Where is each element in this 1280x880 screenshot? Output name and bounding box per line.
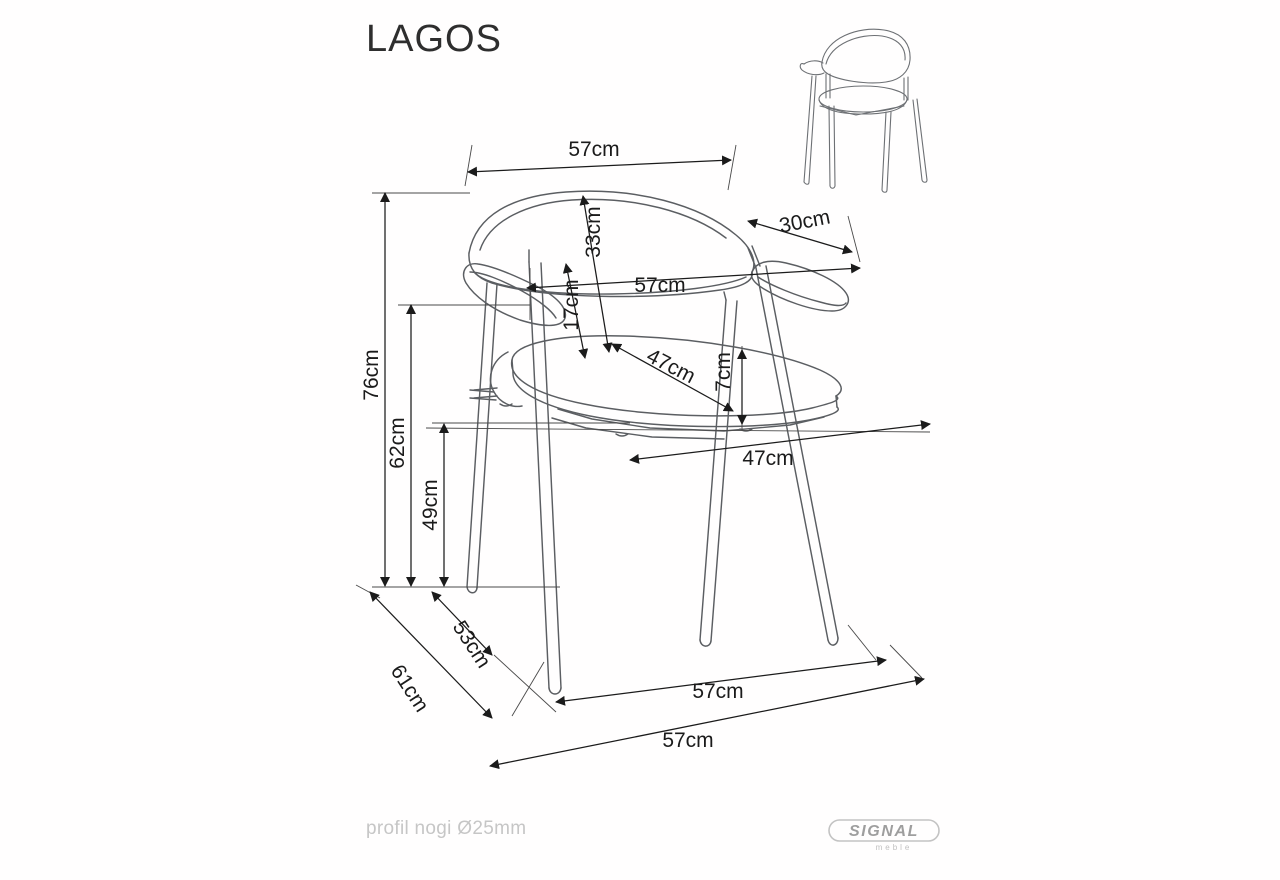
dimlabel-seat-height: 49cm [419,479,442,530]
dimlabel-armrest-height: 17cm [560,279,583,330]
dimlabel-arm-top-height: 62cm [386,417,409,468]
dimlabel-seat-front-width: 47cm [742,447,793,470]
dimlabel-seat-diagonal: 47cm [643,344,699,388]
dimline-back-width-top [467,155,732,177]
dimline-base-width-outer [489,675,925,770]
chair-perspective-thumbnail [786,14,946,194]
dimlabel-seat-width: 57cm [634,274,685,297]
dimlabel-back-height: 33cm [582,206,605,257]
dimlabel-back-width-top: 57cm [568,138,619,161]
dimline-armrest-depth [747,218,853,255]
brand-tagline: meble [876,843,913,852]
dimlabel-seat-thickness: 7cm [712,352,735,392]
dimline-seat-width [526,263,861,293]
logo-oval-outline [828,819,940,842]
chair-outline [462,190,850,695]
dimlabel-total-height: 76cm [360,349,383,400]
dimlabel-depth-61: 61cm [386,661,433,717]
dimline-seat-front-width [629,420,931,464]
leg-profile-note: profil nogi Ø25mm [366,818,527,839]
dimlabel-depth-53: 53cm [448,617,495,673]
dimension-labels: 57cm 33cm 30cm 17cm 57cm 47cm 7cm 47cm 7… [360,138,832,752]
page-title: LAGOS [366,18,502,60]
dimlabel-base-width-outer: 57cm [662,729,713,752]
dimlabel-armrest-depth: 30cm [777,205,832,237]
dimlabel-base-width-inner: 57cm [692,680,743,703]
brand-logo: SIGNAL meble [828,818,946,858]
brand-name: SIGNAL [849,823,919,840]
dimension-lines [369,155,931,770]
dimline-seat-diagonal [611,343,734,412]
dimline-depth-61 [369,591,493,719]
